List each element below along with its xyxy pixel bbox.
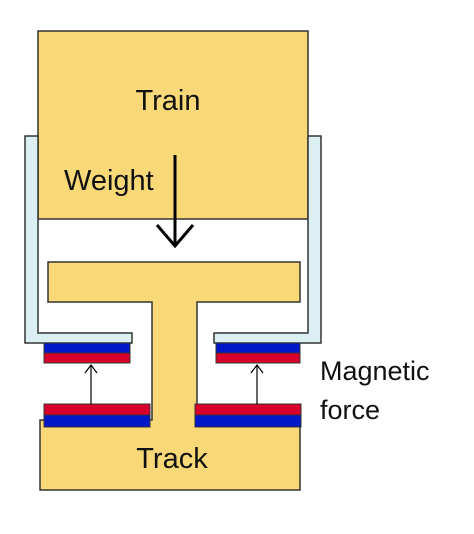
train-label: Train — [136, 85, 201, 117]
weight-arrow — [155, 155, 195, 249]
weight-arrow-head — [155, 224, 195, 249]
magnetic-force-arrow-right-head — [250, 364, 264, 374]
left-bracket — [24, 135, 133, 344]
train-magnet-left-red — [43, 352, 131, 364]
weight-label: Weight — [64, 165, 154, 197]
train-magnet-right-blue — [215, 342, 301, 354]
train-magnet-right-red — [215, 352, 301, 364]
track-magnet-left-red — [43, 403, 151, 416]
magnetic-force-label-line1: Magnetic — [320, 356, 430, 386]
track-magnet-left-blue — [43, 414, 151, 428]
train-magnet-left-blue — [43, 342, 131, 354]
magnetic-force-arrow-left-head — [84, 364, 98, 374]
magnetic-force-label-line2: force — [320, 395, 380, 425]
train-body — [37, 30, 309, 220]
magnetic-force-arrow-left — [84, 364, 98, 404]
right-bracket — [213, 135, 322, 344]
magnetic-force-arrow-right — [250, 364, 264, 404]
track-label: Track — [136, 443, 208, 475]
track-body — [39, 261, 301, 491]
track-magnet-right-blue — [194, 414, 302, 428]
track-magnet-right-red — [194, 403, 302, 416]
